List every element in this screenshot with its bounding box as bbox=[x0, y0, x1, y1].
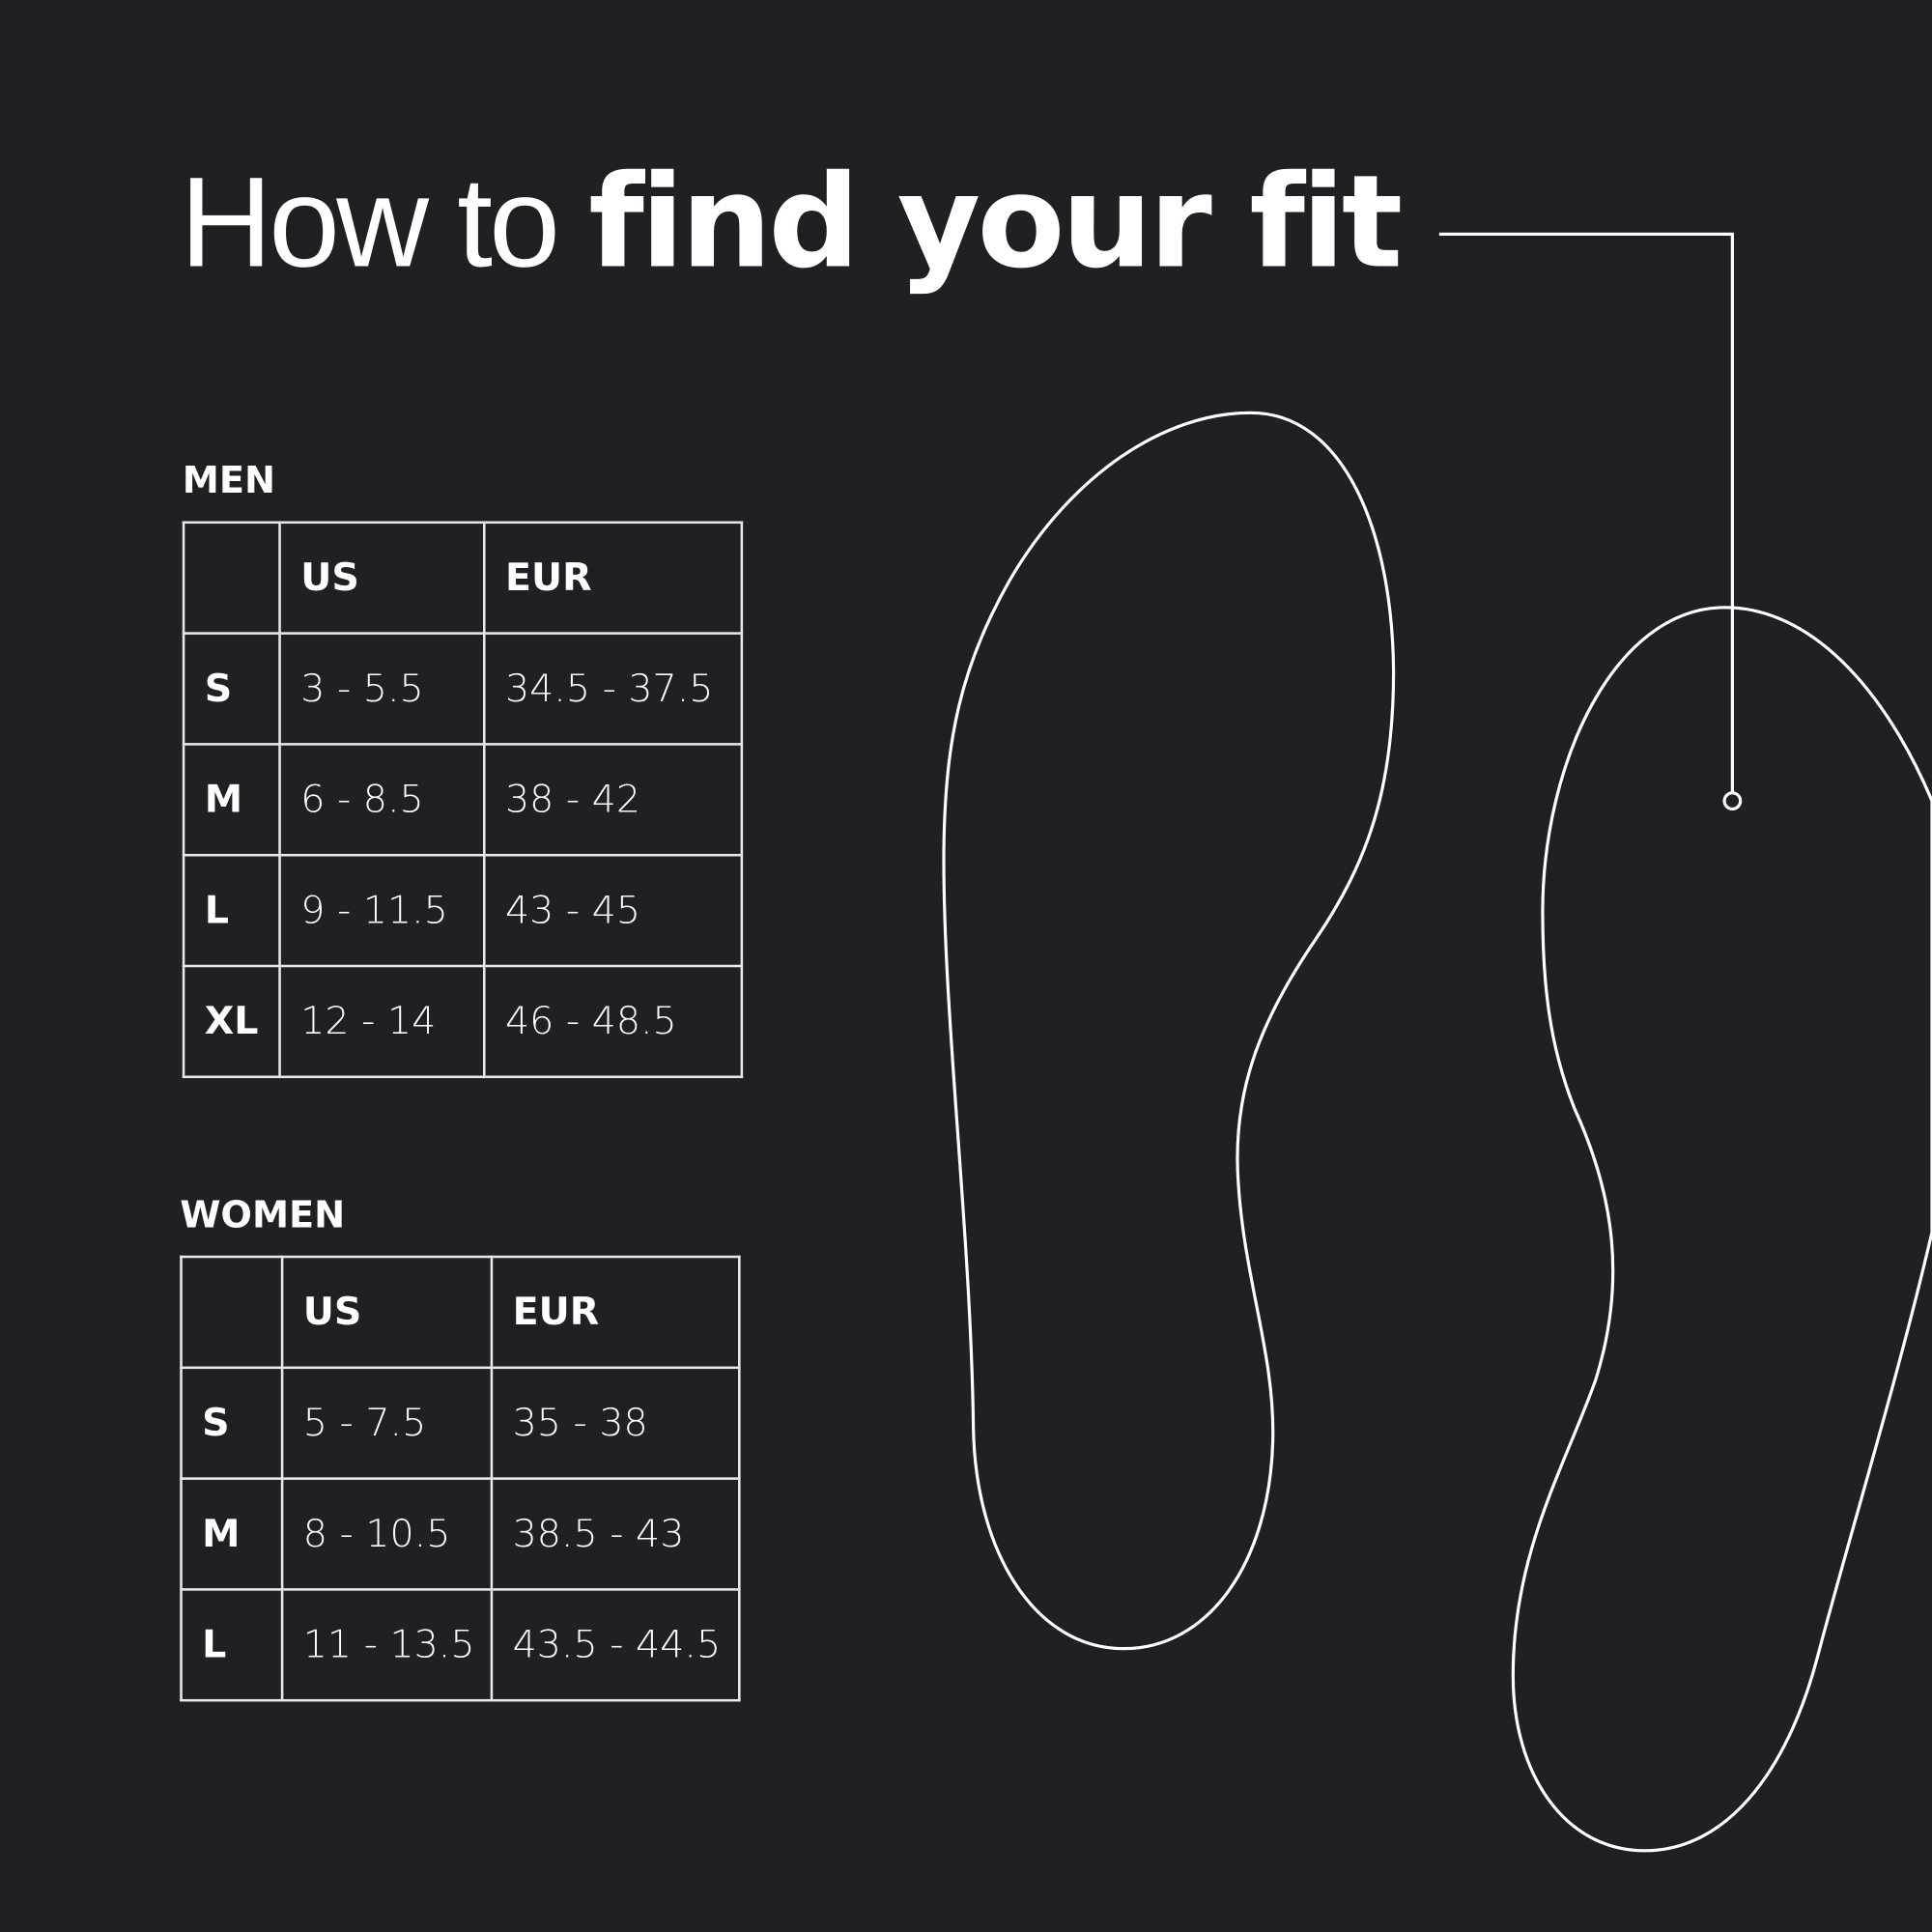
size-cell: M bbox=[182, 743, 281, 857]
size-cell: L bbox=[182, 853, 281, 968]
left-footprint-outline bbox=[942, 411, 1396, 1651]
header-cell: EUR bbox=[490, 1255, 741, 1370]
us-cell: 5 - 7.5 bbox=[280, 1366, 494, 1480]
title-bold: find your fit bbox=[588, 146, 1403, 298]
size-cell: XL bbox=[182, 964, 281, 1079]
eur-cell: 46 - 48.5 bbox=[482, 964, 744, 1079]
size-cell: S bbox=[182, 632, 281, 746]
size-cell: S bbox=[180, 1366, 284, 1480]
right-footprint-outline bbox=[1511, 606, 1932, 1853]
women-label: WOMEN bbox=[180, 1193, 346, 1237]
size-cell: M bbox=[180, 1477, 284, 1591]
eur-cell: 38.5 - 43 bbox=[490, 1477, 741, 1591]
us-cell: 3 - 5.5 bbox=[278, 632, 486, 746]
us-cell: 9 - 11.5 bbox=[278, 853, 486, 968]
eur-cell: 38 - 42 bbox=[482, 743, 744, 857]
us-cell: 12 - 14 bbox=[278, 964, 486, 1079]
us-cell: 8 - 10.5 bbox=[280, 1477, 494, 1591]
us-cell: 11 - 13.5 bbox=[280, 1588, 494, 1702]
page-title: How to find your fit bbox=[180, 157, 1403, 287]
eur-cell: 43.5 - 44.5 bbox=[490, 1588, 741, 1702]
header-cell: EUR bbox=[482, 521, 744, 635]
men-label: MEN bbox=[182, 459, 276, 503]
header-cell bbox=[182, 521, 281, 635]
header-cell: US bbox=[280, 1255, 494, 1370]
eur-cell: 43 - 45 bbox=[482, 853, 744, 968]
size-cell: L bbox=[180, 1588, 284, 1702]
eur-cell: 35 - 38 bbox=[490, 1366, 741, 1480]
title-light: How to bbox=[180, 151, 589, 295]
header-cell: US bbox=[278, 521, 486, 635]
connector-line bbox=[1438, 232, 1734, 793]
eur-cell: 34.5 - 37.5 bbox=[482, 632, 744, 746]
connector-dot-icon bbox=[1722, 791, 1743, 810]
header-cell bbox=[180, 1255, 284, 1370]
us-cell: 6 - 8.5 bbox=[278, 743, 486, 857]
